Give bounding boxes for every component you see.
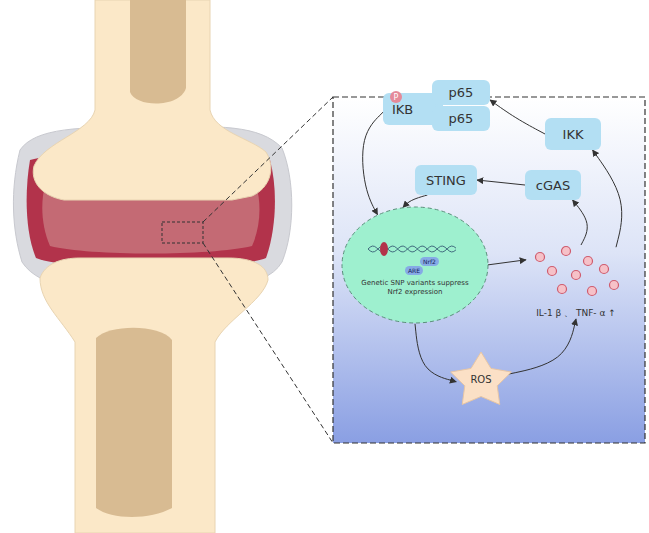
- cytokine-dot: [600, 265, 609, 274]
- protein-label: p65: [449, 85, 474, 100]
- nucleus: Genetic SNP variants suppress Nrf2 expre…: [340, 205, 490, 325]
- ros-shape: [451, 352, 512, 404]
- zoom-panel: [333, 97, 645, 443]
- knee-joint: [13, 0, 291, 533]
- gene-tag: Nrf2: [420, 257, 439, 266]
- tibia-marrow: [96, 328, 172, 517]
- phospho-label: P: [394, 93, 399, 102]
- cytokine-dot: [572, 271, 581, 280]
- zoom-square: [162, 222, 203, 243]
- protein-box: p65: [432, 80, 490, 105]
- protein-box: p65: [432, 106, 490, 131]
- pathway-arrow: [363, 112, 383, 214]
- tibia: [40, 258, 268, 533]
- element-tag: ARE: [405, 266, 423, 275]
- pathway-arrow: [490, 100, 545, 134]
- protein-label: STING: [426, 173, 466, 188]
- nucleus-ellipse: [342, 207, 488, 323]
- protein-box: cGAS: [525, 170, 581, 200]
- cytokine-cluster: IL-1 β 、 TNF- α ↑: [526, 245, 626, 319]
- protein-label: p65: [449, 111, 474, 126]
- ros-star: ROS: [450, 352, 512, 406]
- protein-label: IKK: [563, 127, 584, 142]
- cytokine-dot: [558, 285, 567, 294]
- phospho-circle: P: [390, 91, 402, 103]
- pathway-arrow: [415, 324, 456, 382]
- cytokine-dot: [584, 257, 593, 266]
- protein-box: STING: [415, 165, 477, 195]
- ros-label: ROS: [450, 374, 512, 386]
- protein-box: IKK: [545, 118, 601, 150]
- cytokine-label: IL-1 β 、 TNF- α ↑: [526, 307, 626, 319]
- femur: [33, 0, 271, 200]
- protein-label: cGAS: [536, 178, 570, 193]
- pathway-arrow: [573, 200, 588, 245]
- pathway-arrow: [506, 319, 576, 375]
- cytokine-dot: [548, 267, 557, 276]
- zoom-line: [203, 97, 333, 222]
- pathway-arrow: [477, 180, 525, 185]
- femur-marrow: [130, 0, 186, 104]
- nucleus-outline: [340, 205, 490, 325]
- cytokine-dot: [536, 253, 545, 262]
- cytokine-dots: [526, 245, 626, 319]
- zoom-line: [203, 243, 333, 443]
- snp-marker: [380, 242, 388, 256]
- pathway-arrow: [403, 195, 427, 207]
- nucleus-caption: Genetic SNP variants suppress Nrf2 expre…: [357, 279, 473, 297]
- cytokine-dot: [562, 247, 571, 256]
- cytokine-dot: [610, 281, 619, 290]
- pathway-arrow: [593, 150, 622, 247]
- cytokine-dot: [588, 287, 597, 296]
- protein-label: IKB: [392, 102, 413, 117]
- pathway-arrow: [487, 260, 526, 265]
